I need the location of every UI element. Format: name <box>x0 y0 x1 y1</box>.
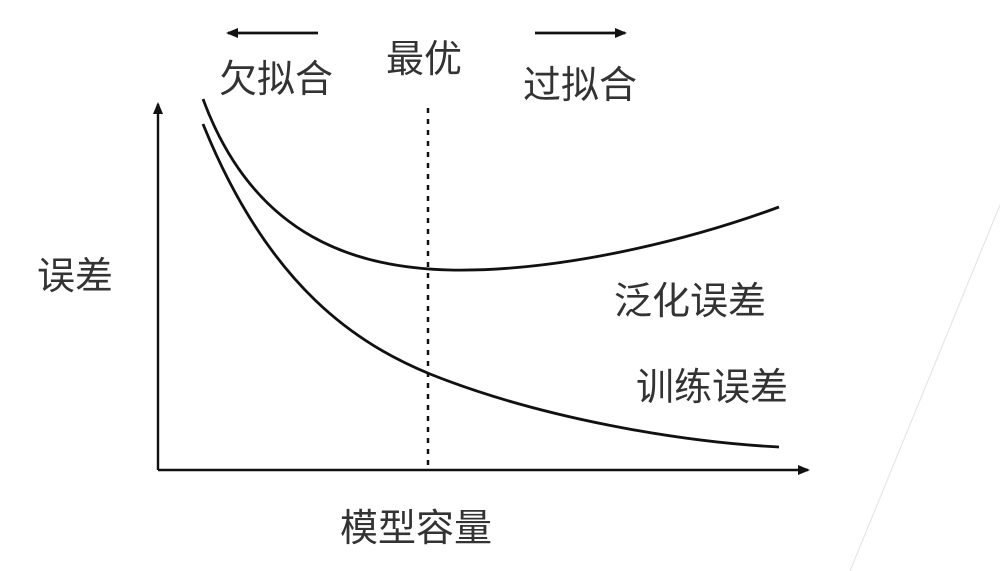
training-error-curve <box>201 123 780 449</box>
x-axis-label: 模型容量 <box>340 506 492 550</box>
optimal-label: 最优 <box>386 37 462 81</box>
underfit-label: 欠拟合 <box>219 57 333 101</box>
training-error-label: 训练误差 <box>636 365 788 409</box>
generalization-error-label: 泛化误差 <box>614 279 766 323</box>
y-axis-label: 误差 <box>37 254 113 298</box>
overfit-label: 过拟合 <box>523 63 637 107</box>
faint-guide-line <box>849 204 1001 571</box>
generalization-error-curve <box>201 98 780 272</box>
